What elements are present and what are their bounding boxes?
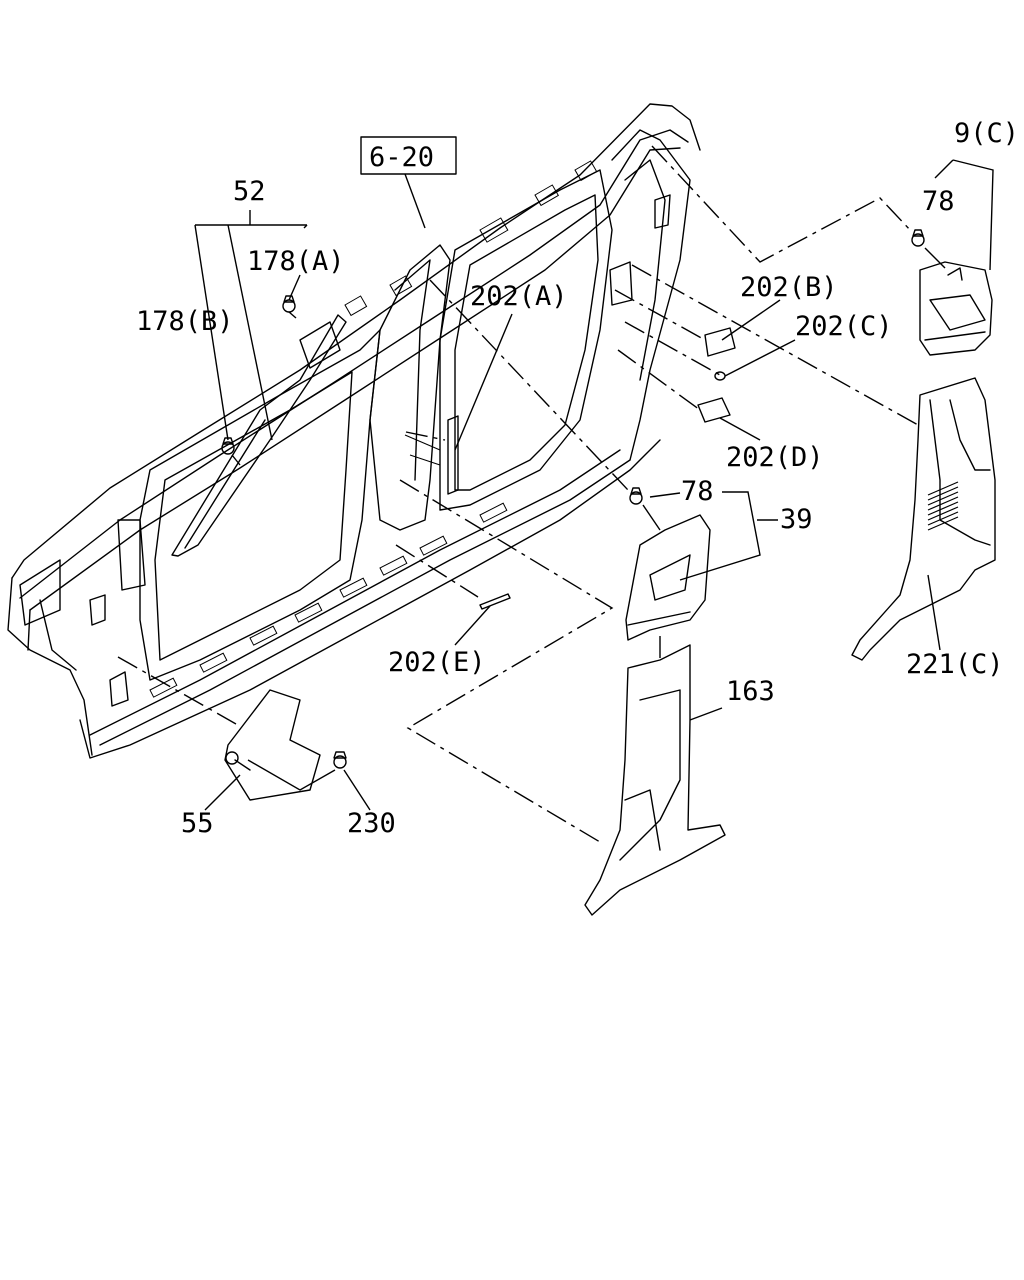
callout-221c: 221(C) xyxy=(906,649,1004,680)
part-202b-block: 202(B) xyxy=(704,272,838,357)
clip-78-upper xyxy=(911,229,946,269)
part-39-b-pillar-upper: 78 39 xyxy=(625,476,813,641)
part-202d-block: 202(D) xyxy=(697,397,824,473)
callout-202b: 202(B) xyxy=(740,272,838,303)
callout-178b: 178(B) xyxy=(136,306,234,337)
callout-78-upper: 78 xyxy=(922,186,955,217)
callout-78-mid: 78 xyxy=(681,476,714,507)
part-52-a-pillar-trim: 52 178(A) 178(B) xyxy=(136,176,347,557)
callout-202a: 202(A) xyxy=(470,281,568,312)
callout-202d: 202(D) xyxy=(726,442,824,473)
ref-box-label: 6-20 xyxy=(369,142,434,173)
reference-box: 6-20 xyxy=(360,136,457,229)
body-side-frame xyxy=(7,103,701,759)
callout-52: 52 xyxy=(233,176,266,207)
callout-55: 55 xyxy=(181,808,214,839)
clip-78-mid xyxy=(629,487,661,531)
assembly-lines xyxy=(117,145,919,843)
part-202e-strip: 202(E) xyxy=(388,593,511,678)
part-163-b-pillar-lower: 163 xyxy=(584,644,775,916)
callout-9c: 9(C) xyxy=(954,118,1019,149)
callout-202e: 202(E) xyxy=(388,647,486,678)
callout-178a: 178(A) xyxy=(247,246,345,277)
callout-39: 39 xyxy=(780,504,813,535)
part-9c-upper-trim: 9(C) 78 xyxy=(911,118,1019,356)
vent-grille xyxy=(927,481,959,531)
part-202a-pad: 202(A) xyxy=(447,281,568,495)
callout-163: 163 xyxy=(726,676,775,707)
part-55-kick-panel: 55 xyxy=(181,689,336,839)
clip-178b xyxy=(221,437,241,466)
part-221c-quarter-trim: 221(C) xyxy=(851,377,1004,680)
part-230-screw: 230 xyxy=(333,751,396,839)
callout-202c: 202(C) xyxy=(795,311,893,342)
sill-slots xyxy=(149,502,508,698)
callout-230: 230 xyxy=(347,808,396,839)
part-202c-dot: 202(C) xyxy=(714,311,893,381)
